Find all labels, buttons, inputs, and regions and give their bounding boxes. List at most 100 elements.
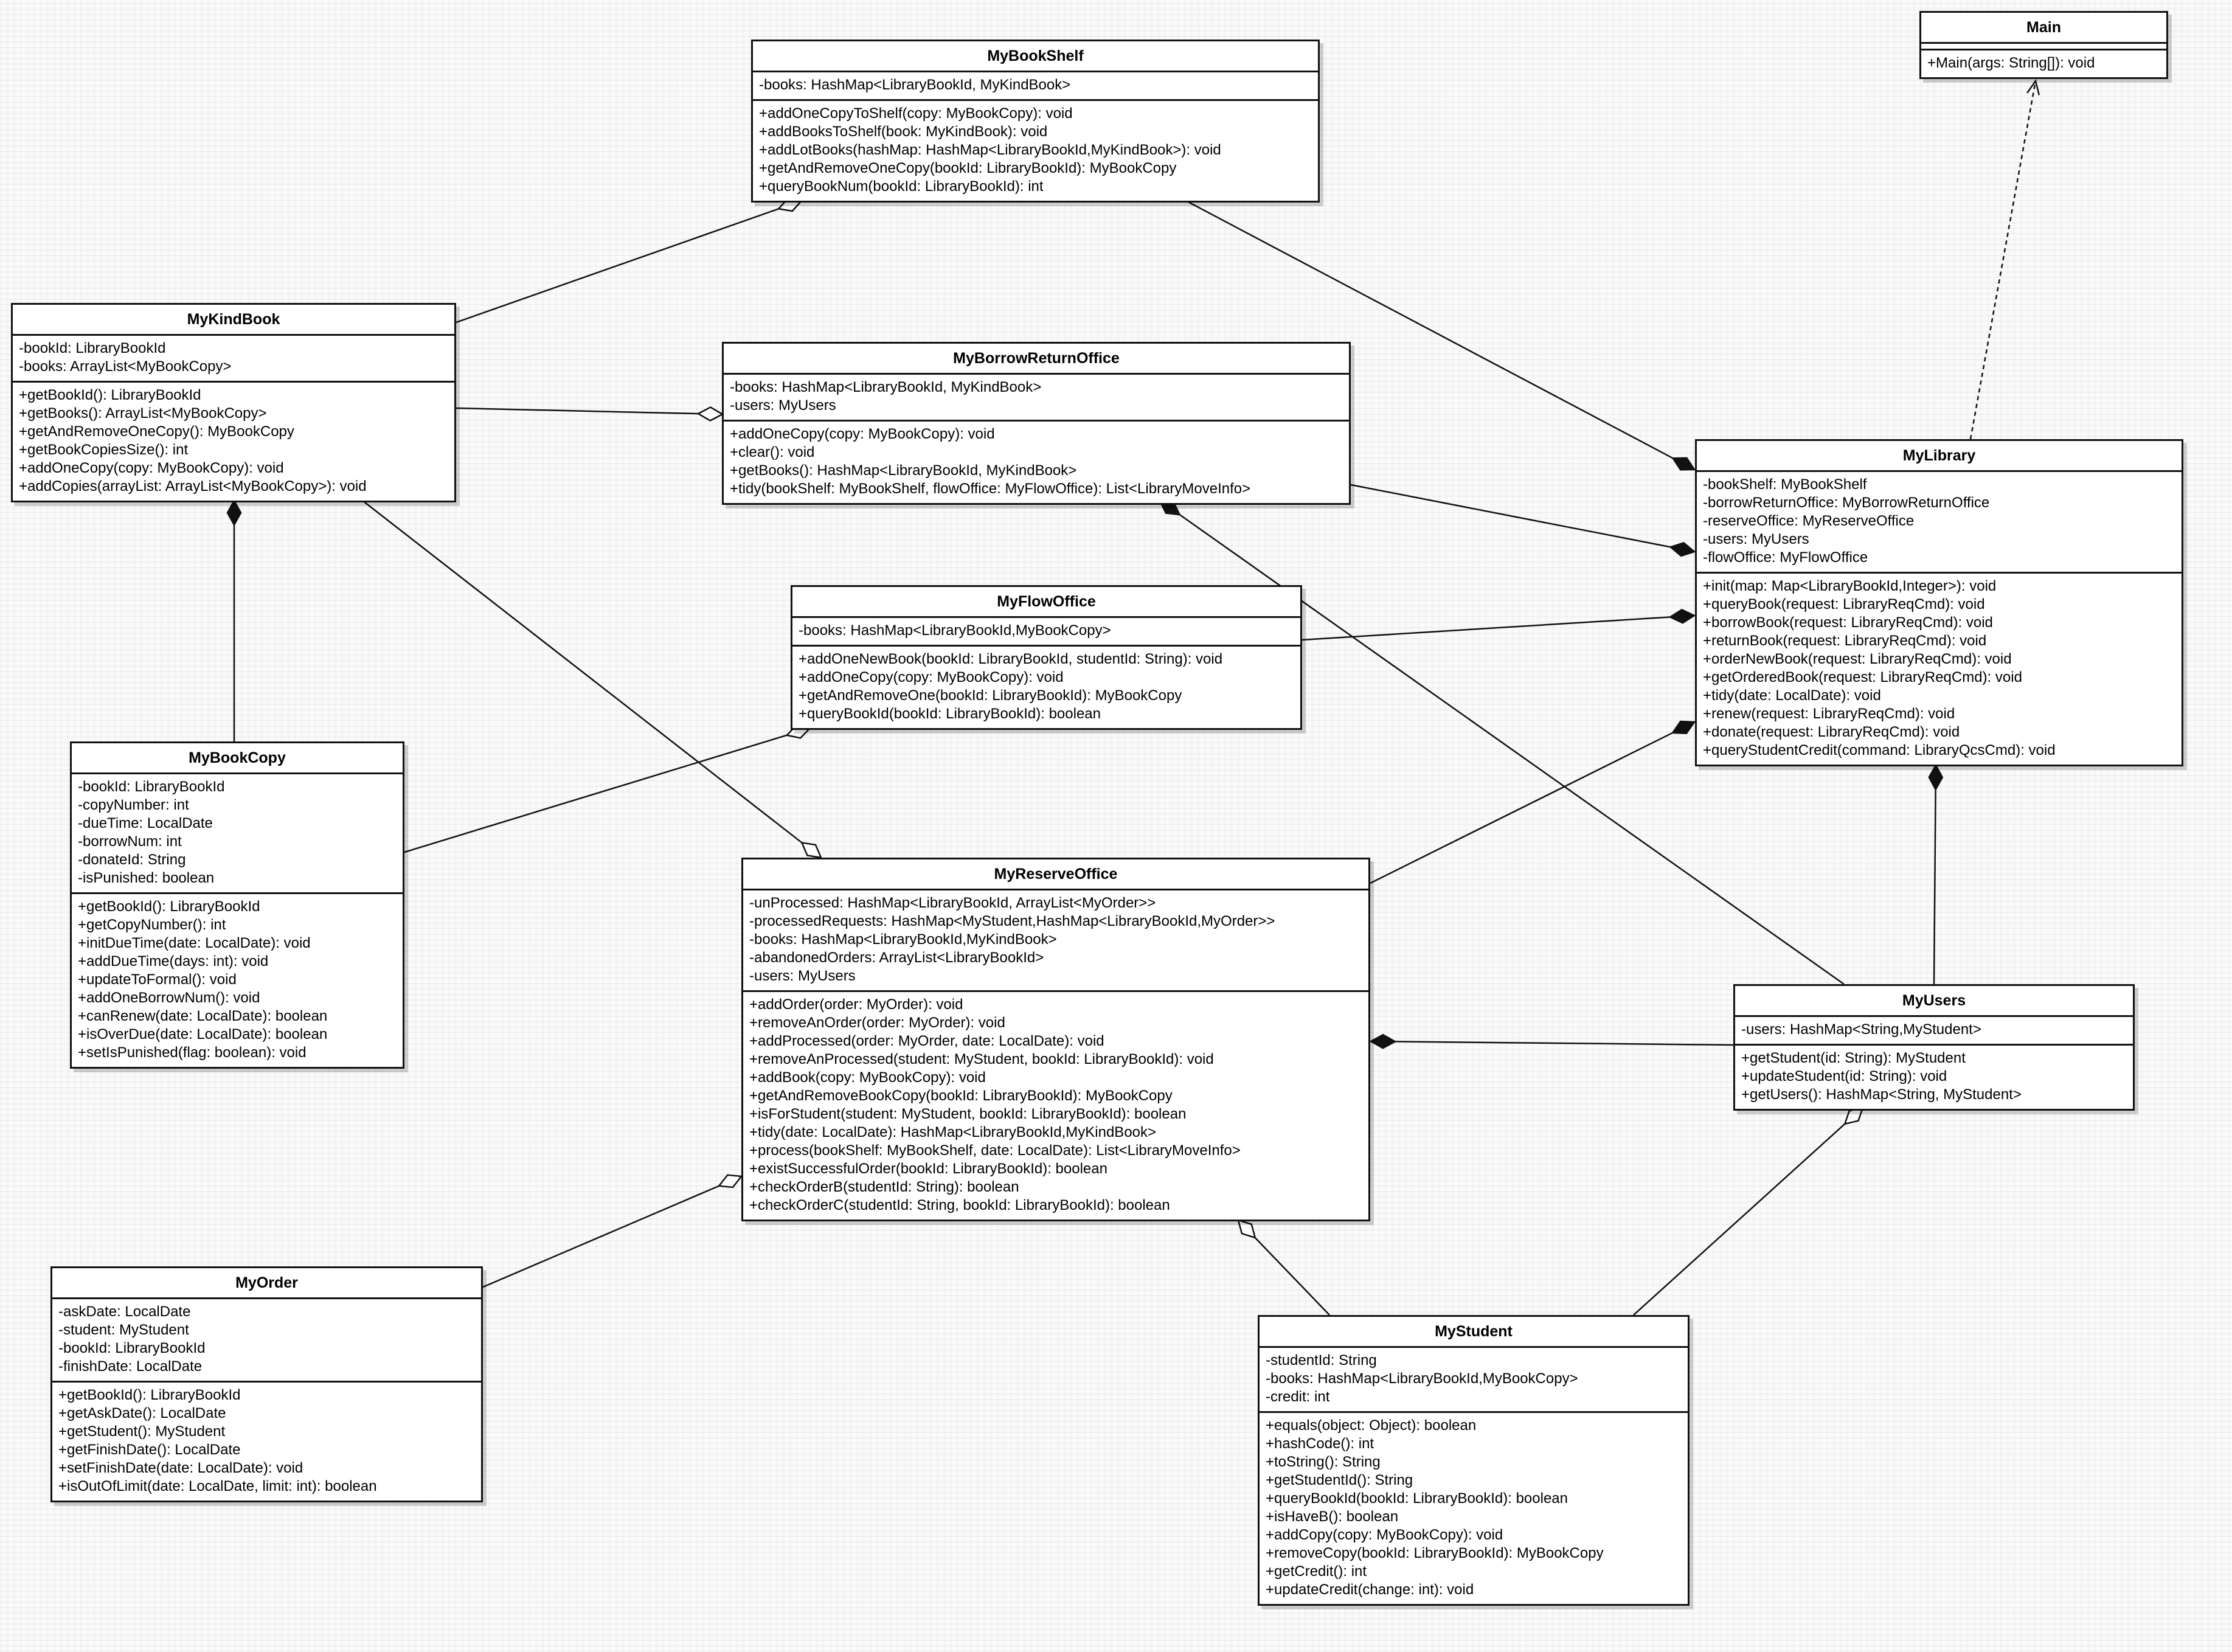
class-myborrowreturnoffice[interactable]: MyBorrowReturnOffice-books: HashMap<Libr… [722,342,1351,505]
methods-section: +getStudent(id: String): MyStudent+updat… [1735,1046,2133,1109]
attribute: -reserveOffice: MyReserveOffice [1703,513,1915,529]
attributes-section: -unProcessed: HashMap<LibraryBookId, Arr… [743,890,1368,992]
attribute: -bookId: LibraryBookId [78,779,225,795]
attribute: -donateId: String [78,852,186,868]
attribute: -books: HashMap<LibraryBookId, MyKindBoo… [730,379,1042,395]
attribute: -isPunished: boolean [78,870,215,886]
relationship-aggregation-mykindbook-myborrowreturnoffice[interactable] [456,406,724,422]
methods-section: +addOrder(order: MyOrder): void+removeAn… [743,992,1368,1220]
method: +toString(): String [1266,1454,1381,1470]
hollow-diamond [800,841,823,859]
aggregation-line [482,1185,719,1288]
method: +tidy(bookShelf: MyBookShelf, flowOffice… [730,481,1251,497]
relationship-composition-mybookcopy-mykindbook[interactable] [226,499,242,741]
composition-line [1350,484,1671,548]
class-myflowoffice[interactable]: MyFlowOffice -books: HashMap<LibraryBookI… [791,585,1302,730]
attribute: -unProcessed: HashMap<LibraryBookId, Arr… [749,895,1156,911]
class-myorder[interactable]: MyOrder-askDate: LocalDate-student: MySt… [50,1266,483,1502]
class-name: MyBookShelf [753,41,1318,72]
relationship-composition-mybookshelf-mylibrary[interactable] [1185,200,1696,471]
attributes-section: -books: HashMap<LibraryBookId,MyBookCopy… [792,618,1300,647]
composition-line [1185,200,1674,459]
attributes-section: -users: HashMap<String,MyStudent> [1735,1017,2133,1046]
attribute: -users: MyUsers [1703,531,1809,547]
method: +setFinishDate(date: LocalDate): void [58,1460,303,1476]
hollow-diamond [1237,1219,1256,1239]
method: +queryBookId(bookId: LibraryBookId): boo… [799,706,1101,722]
filled-diamond [1369,1033,1397,1049]
method: +orderNewBook(request: LibraryReqCmd): v… [1703,651,2012,667]
method: +borrowBook(request: LibraryReqCmd): voi… [1703,614,1993,631]
method: +checkOrderB(studentId: String): boolean [749,1179,1019,1195]
relationship-composition-myflowoffice-mylibrary[interactable] [1301,608,1696,641]
relationship-composition-myusers-myreserveoffice[interactable] [1369,1033,1734,1049]
class-mystudent[interactable]: MyStudent-studentId: String-books: HashM… [1258,1315,1690,1606]
relationship-composition-myreserveoffice-mylibrary[interactable] [1370,720,1696,884]
class-mybookcopy[interactable]: MyBookCopy-bookId: LibraryBookId-copyNum… [70,741,404,1069]
class-name: MyLibrary [1697,441,2182,472]
relationship-aggregation-mykindbook-myreserveoffice[interactable] [362,500,823,859]
aggregation-line [1254,1237,1330,1316]
class-mybookshelf[interactable]: MyBookShelf-books: HashMap<LibraryBookId… [751,40,1320,203]
relationship-aggregation-mystudent-myreserveoffice[interactable] [1237,1219,1330,1316]
class-name: MyUsers [1735,986,2133,1017]
method: +getCredit(): int [1266,1563,1367,1580]
method: +removeAnOrder(order: MyOrder): void [749,1015,1005,1031]
relationship-composition-myusers-mylibrary[interactable] [1928,763,1944,985]
filled-diamond [226,499,242,527]
filled-diamond [1668,608,1696,624]
dependency-line [1969,80,2037,440]
method: +getUsers(): HashMap<String, MyStudent> [1741,1086,2022,1103]
method: +queryBookNum(bookId: LibraryBookId): in… [759,178,1044,195]
composition-line [1395,1041,1734,1046]
method: +getStudentId(): String [1266,1472,1413,1488]
class-main[interactable]: Main+Main(args: String[]): void [1919,11,2168,79]
class-name: MyKindBook [13,305,454,336]
method: +updateToFormal(): void [78,971,237,988]
method: +isHaveB(): boolean [1266,1508,1399,1525]
filled-diamond [1928,763,1944,791]
method: +canRenew(date: LocalDate): boolean [78,1008,328,1024]
attribute: -books: HashMap<LibraryBookId,MyBookCopy… [1266,1370,1578,1387]
methods-section: +addOneNewBook(bookId: LibraryBookId, st… [792,647,1300,728]
class-mykindbook[interactable]: MyKindBook-bookId: LibraryBookId-books: … [11,303,456,502]
filled-diamond [1669,541,1696,557]
attribute: -copyNumber: int [78,797,189,813]
relationship-aggregation-mystudent-myusers[interactable] [1633,1106,1864,1316]
method: +addOneCopyToShelf(copy: MyBookCopy): vo… [759,105,1073,122]
method: +getBooks(): ArrayList<MyBookCopy> [19,405,267,422]
attribute: -student: MyStudent [58,1322,189,1338]
method: +queryBookId(bookId: LibraryBookId): boo… [1266,1490,1568,1507]
relationship-aggregation-mykindbook-mybookshelf[interactable] [456,197,803,324]
relationship-aggregation-myorder-myreserveoffice[interactable] [482,1174,743,1288]
filled-diamond [1671,457,1696,471]
method: +addBooksToShelf(book: MyKindBook): void [759,123,1048,140]
method: +tidy(date: LocalDate): void [1703,687,1881,704]
composition-line [1301,616,1671,641]
composition-line [1370,732,1673,884]
relationship-aggregation-mybookcopy-myflowoffice[interactable] [404,724,812,853]
attributes-section: -bookId: LibraryBookId-books: ArrayList<… [13,336,454,383]
attributes-section [1921,44,2166,50]
method: +addCopy(copy: MyBookCopy): void [1266,1527,1503,1543]
method: +getAndRemoveOneCopy(): MyBookCopy [19,423,294,440]
method: +removeCopy(bookId: LibraryBookId): MyBo… [1266,1545,1604,1561]
composition-line [1933,789,1936,985]
class-mylibrary[interactable]: MyLibrary -bookShelf: MyBookShelf -borrowR… [1695,439,2183,766]
class-name: MyOrder [52,1268,481,1299]
attribute: -bookShelf: MyBookShelf [1703,476,1867,493]
method: +addDueTime(days: int): void [78,953,269,970]
method: +setIsPunished(flag: boolean): void [78,1044,307,1061]
methods-section: +Main(args: String[]): void [1921,50,2166,77]
relationship-dependency-mylibrary-main[interactable] [1969,79,2040,440]
methods-section: +getBookId(): LibraryBookId+getBooks(): … [13,383,454,501]
attribute: -books: HashMap<LibraryBookId,MyBookCopy… [799,622,1111,639]
attribute: -finishDate: LocalDate [58,1358,203,1375]
relationship-composition-myborrowreturnoffice-mylibrary[interactable] [1350,484,1696,557]
hollow-diamond [717,1174,743,1189]
class-myusers[interactable]: MyUsers-users: HashMap<String,MyStudent>… [1733,984,2135,1111]
class-name: MyFlowOffice [792,587,1300,618]
attributes-section: -bookId: LibraryBookId -copyNumber: int -d… [72,774,403,894]
class-myreserveoffice[interactable]: MyReserveOffice-unProcessed: HashMap<Lib… [741,858,1370,1221]
attribute: -borrowReturnOffice: MyBorrowReturnOffic… [1703,495,1990,511]
